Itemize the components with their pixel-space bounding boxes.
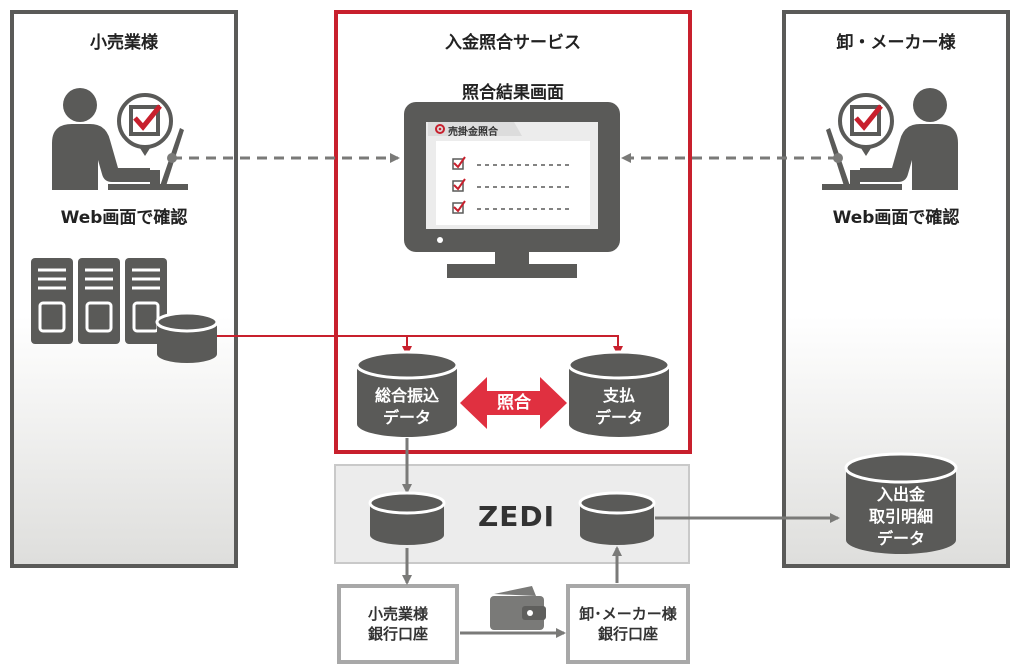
retailer-db-icon — [155, 311, 219, 363]
wholesaler-web-label: Web画面で確認 — [832, 208, 960, 228]
zedi-left-db-icon — [368, 491, 446, 545]
checkbox-row-3 — [452, 200, 570, 214]
retailer-bank-account: 小売業様 銀行口座 — [337, 584, 459, 664]
server-rack-details — [38, 268, 160, 333]
transfer-data-label: 総合振込 データ — [374, 386, 439, 427]
wholesaler-bank-label: 卸･メーカー様 銀行口座 — [579, 605, 677, 643]
checkbox-row-1 — [452, 156, 570, 170]
transfer-data-db-icon — [355, 350, 459, 437]
service-title: 入金照合サービス — [445, 33, 581, 53]
transaction-detail-label: 入出金 取引明細 データ — [868, 485, 933, 548]
wholesaler-bank-account: 卸･メーカー様 銀行口座 — [566, 584, 690, 664]
window-tab-label: 売掛金照合 — [448, 127, 498, 138]
zedi-label: ZEDI — [478, 500, 556, 533]
match-label: 照合 — [497, 393, 531, 413]
retailer-person-icon — [52, 88, 188, 190]
wholesaler-check-bubble-icon — [838, 93, 894, 156]
payment-data-db-icon — [567, 350, 671, 437]
retailer-check-bubble-icon — [117, 93, 173, 156]
checkbox-row-2 — [452, 178, 570, 192]
payment-data-label: 支払 データ — [594, 386, 643, 427]
match-double-arrow — [460, 377, 567, 429]
screen-title: 照合結果画面 — [462, 83, 564, 103]
retailer-title: 小売業様 — [90, 33, 158, 53]
wholesaler-title: 卸・メーカー様 — [836, 33, 956, 53]
transaction-detail-db-icon — [844, 452, 958, 554]
monitor-icon — [404, 102, 620, 278]
wallet-icon — [490, 586, 546, 630]
zedi-right-db-icon — [578, 491, 656, 545]
retailer-web-label: Web画面で確認 — [60, 208, 188, 228]
wholesaler-person-icon — [822, 88, 958, 190]
retailer-bank-label: 小売業様 銀行口座 — [367, 605, 428, 643]
